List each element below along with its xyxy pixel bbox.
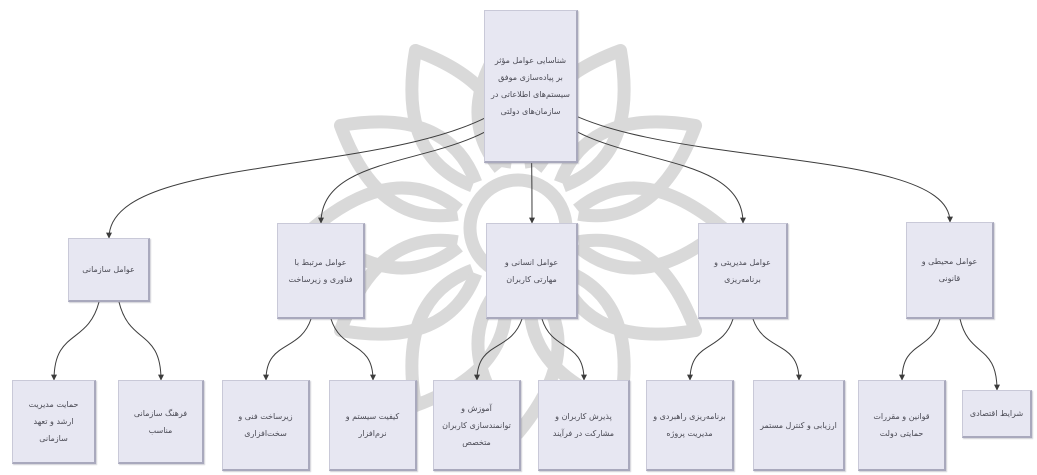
- connector-arrow: [752, 318, 802, 381]
- connector-arrow: [51, 301, 100, 381]
- category-node: عوامل سازمانی: [68, 238, 150, 302]
- leaf-label: کیفیت سیستم و نرم‌افزار: [345, 412, 400, 438]
- category-label: عوامل انسانی و مهارتی کاربران: [504, 257, 559, 284]
- connector-arrow: [263, 318, 312, 381]
- connector-arrow: [687, 318, 734, 381]
- leaf-label: حمایت مدیریت ارشد و تعهد سازمانی: [28, 400, 79, 443]
- leaf-node: قوانین و مقررات حمایتی دولت: [858, 380, 946, 471]
- leaf-node: زیرساخت فنی و سخت‌افزاری: [222, 380, 310, 471]
- category-label: عوامل سازمانی: [82, 265, 135, 274]
- category-label: عوامل مرتبط با فناوری و زیرساخت: [288, 257, 353, 284]
- connector-arrow: [330, 318, 376, 381]
- leaf-node: حمایت مدیریت ارشد و تعهد سازمانی: [12, 380, 96, 464]
- leaf-node: برنامه‌ریزی راهبردی و مدیریت پروژه: [646, 380, 734, 471]
- leaf-node: ارزیابی و کنترل مستمر: [753, 380, 845, 471]
- category-label: عوامل محیطی و قانونی: [921, 257, 978, 283]
- leaf-label: آموزش و توانمندسازی کاربران متخصص: [442, 403, 511, 447]
- root-node: شناسایی عوامل مؤثر بر پیاده‌سازی موفق سی…: [484, 10, 578, 163]
- category-label: عوامل مدیریتی و برنامه‌ریزی: [714, 257, 771, 284]
- leaf-node: آموزش و توانمندسازی کاربران متخصص: [433, 380, 521, 471]
- watermark-petal: [554, 233, 703, 341]
- leaf-label: ارزیابی و کنترل مستمر: [760, 420, 837, 430]
- leaf-node: فرهنگ سازمانی مناسب: [118, 380, 204, 464]
- connector-arrow: [541, 318, 587, 381]
- leaf-label: فرهنگ سازمانی مناسب: [133, 408, 188, 435]
- category-node: عوامل محیطی و قانونی: [906, 222, 994, 319]
- watermark-petal: [333, 233, 482, 341]
- leaf-node: کیفیت سیستم و نرم‌افزار: [329, 380, 417, 471]
- connector-arrow: [959, 318, 1000, 391]
- leaf-label: برنامه‌ریزی راهبردی و مدیریت پروژه: [653, 412, 726, 438]
- connector-arrow: [118, 301, 164, 381]
- category-node: عوامل انسانی و مهارتی کاربران: [486, 223, 578, 319]
- connector-arrow: [106, 104, 508, 239]
- category-node: عوامل مرتبط با فناوری و زیرساخت: [277, 223, 365, 319]
- leaf-node: پذیرش کاربران و مشارکت در فرآیند: [538, 380, 630, 471]
- leaf-label: پذیرش کاربران و مشارکت در فرآیند: [552, 412, 615, 438]
- connector-arrow: [554, 104, 953, 223]
- root-node-label: شناسایی عوامل مؤثر بر پیاده‌سازی موفق سی…: [491, 56, 570, 116]
- leaf-node: شرایط اقتصادی: [962, 390, 1032, 438]
- leaf-label: قوانین و مقررات حمایتی دولت: [873, 412, 930, 438]
- watermark-petal: [554, 115, 703, 223]
- connector-arrow: [899, 318, 941, 381]
- category-node: عوامل مدیریتی و برنامه‌ریزی: [698, 223, 788, 319]
- leaf-label: زیرساخت فنی و سخت‌افزاری: [238, 412, 293, 438]
- watermark-petal: [333, 115, 482, 223]
- connector-arrow: [474, 318, 523, 381]
- leaf-label: شرایط اقتصادی: [969, 409, 1024, 418]
